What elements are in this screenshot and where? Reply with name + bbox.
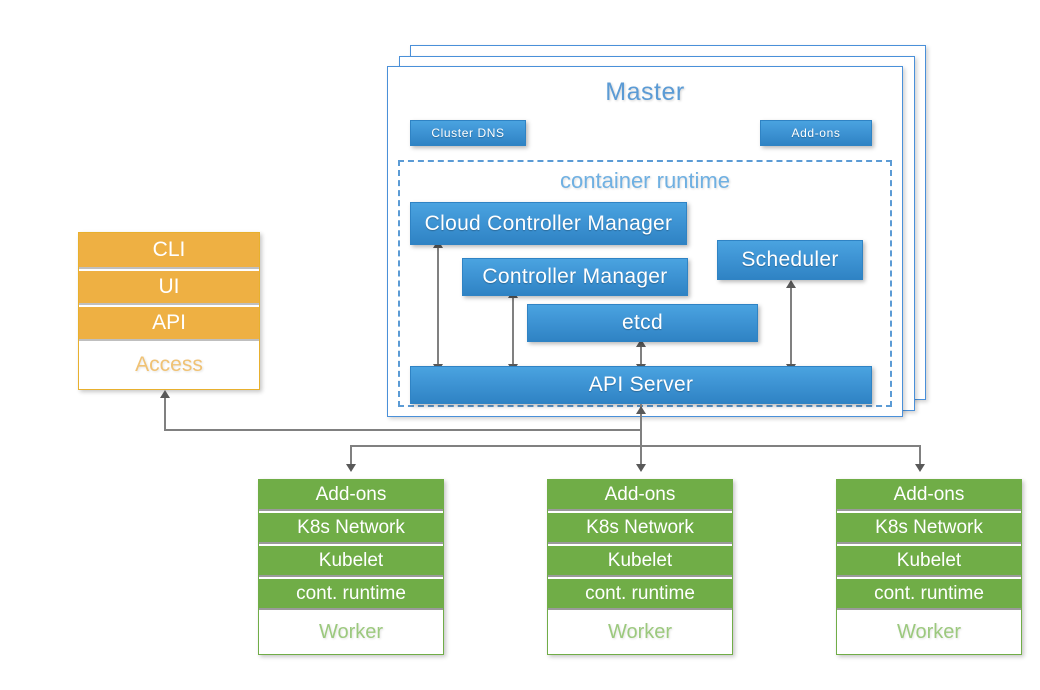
arrowhead-worker3-down [915, 464, 925, 472]
node-scheduler[interactable]: Scheduler [717, 240, 863, 280]
container-runtime-title: container runtime [560, 168, 730, 193]
connector-etcd-apiserver [640, 345, 642, 366]
worker2-layer-k8s-network[interactable]: K8s Network [548, 513, 732, 544]
connector-access-riser [164, 398, 166, 430]
connector-worker3-drop [919, 445, 921, 470]
connector-bus-to-access [164, 429, 642, 431]
arrowhead-bus-up [636, 406, 646, 414]
worker1-layer-cont-runtime[interactable]: cont. runtime [259, 579, 443, 610]
worker2-layer-add-ons[interactable]: Add-ons [548, 480, 732, 511]
worker3-layer-cont-runtime[interactable]: cont. runtime [837, 579, 1021, 610]
worker2-layer-kubelet[interactable]: Kubelet [548, 546, 732, 577]
worker2-layer-cont-runtime[interactable]: cont. runtime [548, 579, 732, 610]
node-etcd[interactable]: etcd [527, 304, 758, 342]
connector-apiserver-bus [640, 404, 642, 470]
connector-ccm-apiserver [437, 246, 439, 366]
worker3-label: Worker [837, 610, 1021, 654]
worker3-layer-kubelet[interactable]: Kubelet [837, 546, 1021, 577]
worker1-layer-k8s-network[interactable]: K8s Network [259, 513, 443, 544]
node-cloud-controller-manager[interactable]: Cloud Controller Manager [410, 202, 687, 245]
worker1-label: Worker [259, 610, 443, 654]
node-api-server[interactable]: API Server [410, 366, 872, 404]
arrowhead-worker2-down [636, 464, 646, 472]
arrowhead-scheduler-up [786, 280, 796, 288]
worker1-layer-add-ons[interactable]: Add-ons [259, 480, 443, 511]
connector-scheduler-apiserver [790, 286, 792, 366]
connector-worker1-drop [350, 445, 352, 470]
access-label: Access [79, 341, 259, 389]
worker2-label: Worker [548, 610, 732, 654]
worker-node-2[interactable]: Add-ons K8s Network Kubelet cont. runtim… [547, 479, 733, 655]
worker-node-1[interactable]: Add-ons K8s Network Kubelet cont. runtim… [258, 479, 444, 655]
chip-add-ons[interactable]: Add-ons [760, 120, 872, 146]
connector-worker-bus [350, 445, 920, 447]
arrowhead-etcd-up [636, 339, 646, 347]
access-stack[interactable]: CLI UI API Access [78, 232, 260, 390]
worker3-layer-add-ons[interactable]: Add-ons [837, 480, 1021, 511]
arrowhead-worker1-down [346, 464, 356, 472]
access-layer-ui[interactable]: UI [79, 271, 259, 305]
worker1-layer-kubelet[interactable]: Kubelet [259, 546, 443, 577]
chip-cluster-dns[interactable]: Cluster DNS [410, 120, 526, 146]
node-controller-manager[interactable]: Controller Manager [462, 258, 688, 296]
connector-cm-apiserver [512, 296, 514, 366]
access-layer-cli[interactable]: CLI [79, 233, 259, 269]
access-layer-api[interactable]: API [79, 307, 259, 341]
worker-node-3[interactable]: Add-ons K8s Network Kubelet cont. runtim… [836, 479, 1022, 655]
worker3-layer-k8s-network[interactable]: K8s Network [837, 513, 1021, 544]
master-title: Master [605, 78, 685, 106]
arrowhead-access-up [160, 390, 170, 398]
